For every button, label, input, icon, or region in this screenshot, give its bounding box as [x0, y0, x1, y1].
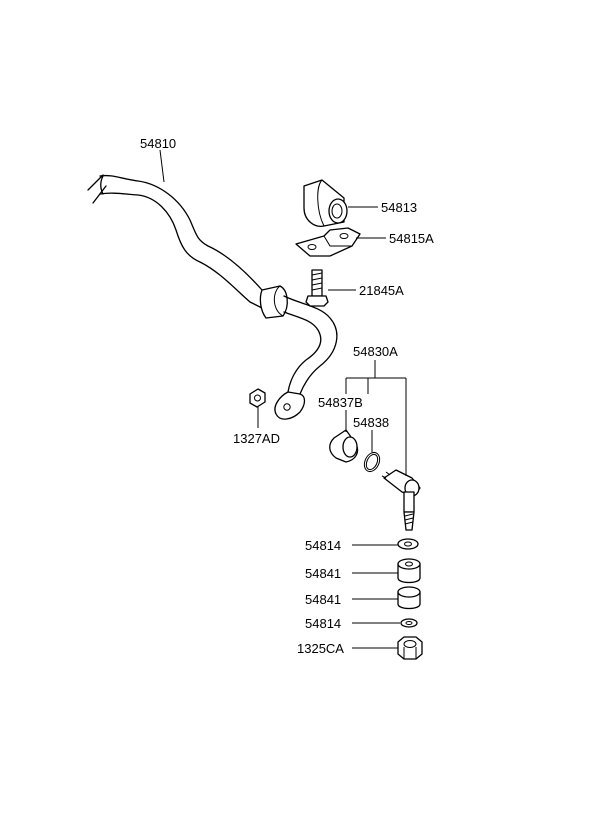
label-rubber-lower: 54841: [305, 592, 341, 607]
label-rubber-upper: 54841: [305, 566, 341, 581]
stabilizer-link: [381, 469, 421, 531]
clip-ring: [363, 451, 381, 473]
label-link-bushing: 54837B: [318, 395, 363, 410]
rubber-upper: [397, 558, 421, 584]
label-clip: 54838: [353, 415, 389, 430]
label-bracket: 54815A: [389, 231, 434, 246]
link-nut: [397, 636, 423, 660]
washer-lower: [400, 618, 418, 628]
label-stabilizer-bar: 54810: [140, 136, 176, 151]
label-washer-lower: 54814: [305, 616, 341, 631]
washer-upper: [397, 538, 419, 550]
link-bushing: [329, 429, 359, 463]
rubber-lower: [397, 586, 421, 610]
label-bar-nut: 1327AD: [233, 431, 280, 446]
label-link-nut: 1325CA: [297, 641, 344, 656]
leader-lines: [159, 149, 407, 649]
bar-nut: [249, 388, 266, 408]
label-bushing: 54813: [381, 200, 417, 215]
label-washer-upper: 54814: [305, 538, 341, 553]
bracket: [295, 227, 361, 257]
label-bolt: 21845A: [359, 283, 404, 298]
label-link-assembly: 54830A: [353, 344, 398, 359]
stabilizer-bar: [87, 174, 338, 420]
bolt: [305, 269, 329, 307]
bushing: [303, 179, 348, 227]
